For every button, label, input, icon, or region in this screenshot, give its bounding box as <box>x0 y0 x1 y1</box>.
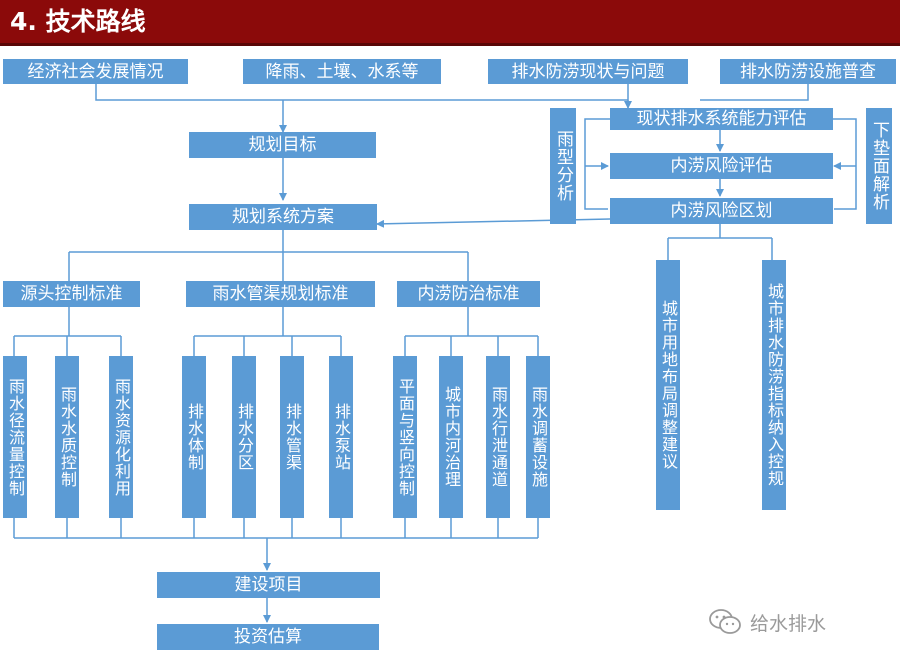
input-merge-line <box>95 84 629 101</box>
side-underlying-surface: 下垫面解析 <box>866 108 892 224</box>
item-river-governance: 城市内河治理 <box>439 356 463 518</box>
input-status-problems: 排水防涝现状与问题 <box>488 59 688 84</box>
right-branch-line <box>833 118 857 210</box>
eval-capacity: 现状排水系统能力评估 <box>610 108 833 130</box>
input-rainfall-soil: 降雨、土壤、水系等 <box>243 59 441 84</box>
planning-scheme: 规划系统方案 <box>189 204 377 230</box>
item-resource-use: 雨水资源化利用 <box>109 356 133 518</box>
left-branch-line <box>584 118 610 210</box>
item-drainage-zone: 排水分区 <box>232 356 256 518</box>
item-discharge-channel: 雨水行泄通道 <box>486 356 510 518</box>
std-flood-prevention: 内涝防治标准 <box>397 281 540 307</box>
zone-to-outputs-line <box>667 224 773 260</box>
item-drainage-system: 排水体制 <box>182 356 206 518</box>
item-elevation-control: 平面与竖向控制 <box>393 356 417 518</box>
input-facility-survey: 排水防涝设施普查 <box>720 59 896 84</box>
page-title: 4. 技术路线 <box>10 7 146 36</box>
pipe-branch-line <box>193 307 342 356</box>
eval-zoning: 内涝风险区划 <box>610 198 833 224</box>
planning-goal: 规划目标 <box>189 132 376 158</box>
input-economy: 经济社会发展情况 <box>3 59 188 84</box>
std-source-control: 源头控制标准 <box>3 281 140 307</box>
output-land-use-advice: 城市用地布局调整建议 <box>656 260 680 510</box>
investment-estimate: 投资估算 <box>157 624 379 650</box>
item-storage-facility: 雨水调蓄设施 <box>526 356 550 518</box>
item-runoff-control: 雨水径流量控制 <box>3 356 27 518</box>
item-quality-control: 雨水水质控制 <box>55 356 79 518</box>
item-pump-station: 排水泵站 <box>329 356 353 518</box>
wechat-icon <box>709 609 741 634</box>
title-bar: 4. 技术路线 <box>0 0 900 46</box>
output-index-zoning: 城市排水防涝指标纳入控规 <box>762 260 786 510</box>
eval-risk: 内涝风险评估 <box>610 153 833 179</box>
construction-project: 建设项目 <box>157 572 380 598</box>
item-drainage-pipe: 排水管渠 <box>280 356 304 518</box>
watermark: 给水排水 <box>708 607 826 637</box>
watermark-text: 给水排水 <box>750 612 827 635</box>
std-pipe-planning: 雨水管渠规划标准 <box>186 281 375 307</box>
source-branch-line <box>13 307 122 356</box>
survey-to-evaluation-line <box>700 84 809 101</box>
side-rain-pattern: 雨型分析 <box>550 108 576 224</box>
scheme-to-standards-line <box>68 230 469 281</box>
items-to-project-line <box>13 518 539 539</box>
flood-branch-line <box>404 307 539 356</box>
